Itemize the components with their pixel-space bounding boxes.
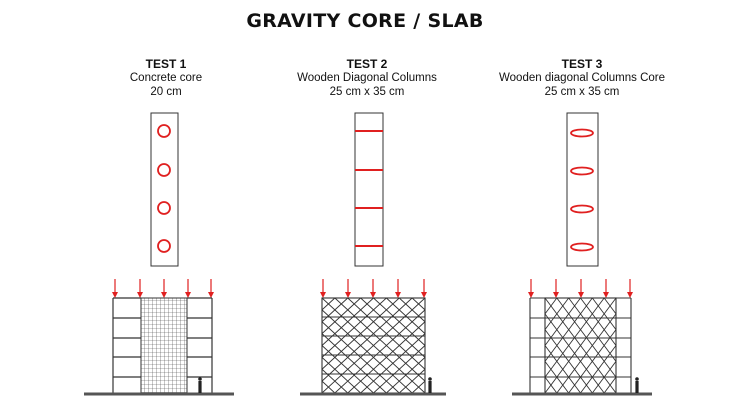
load-arrow-icon <box>528 292 534 298</box>
core-section-circle <box>157 163 171 177</box>
diagonal-member <box>544 361 570 394</box>
human-figure-head <box>635 377 639 381</box>
diagonal-member <box>544 329 593 394</box>
diagonal-member <box>544 345 581 394</box>
test-3-building <box>512 279 652 396</box>
diagonal-member <box>580 345 617 394</box>
test-3-dimension: 25 cm x 35 cm <box>544 86 620 98</box>
diagonal-member <box>556 313 617 394</box>
human-figure-icon <box>198 377 202 393</box>
diagonal-member <box>411 380 426 394</box>
test-3-column-detail <box>566 112 599 267</box>
diagonal-member <box>321 368 349 394</box>
test-2-column-strip <box>354 112 384 267</box>
diagonal-member <box>360 333 426 394</box>
human-figure-body <box>635 381 639 393</box>
load-arrow-icon <box>578 292 584 298</box>
core-section-ellipse <box>570 128 594 138</box>
test-1-column-detail <box>150 112 179 267</box>
load-arrow-icon <box>185 292 191 298</box>
diagonal-member <box>591 361 617 394</box>
core-section-ellipse <box>570 204 594 214</box>
diagonal-member <box>603 376 617 394</box>
human-figure-body <box>198 381 202 393</box>
diagonal-member <box>544 376 558 394</box>
diagonal-member <box>334 309 426 394</box>
load-arrow-icon <box>395 292 401 298</box>
diagonal-member <box>321 357 361 394</box>
core-section-circle <box>157 124 171 138</box>
load-arrow-icon <box>161 292 167 298</box>
diagonal-member <box>321 333 387 394</box>
diagonal-member <box>568 329 617 394</box>
diagonal-member <box>321 345 374 394</box>
load-arrow-icon <box>137 292 143 298</box>
human-figure-icon <box>635 377 639 393</box>
test-2-dimension: 25 cm x 35 cm <box>329 86 405 98</box>
test-3-header: TEST 3 Wooden diagonal Columns Core 25 c… <box>472 57 692 99</box>
load-arrow-icon <box>208 292 214 298</box>
load-arrow-icon <box>345 292 351 298</box>
diagonal-member <box>321 297 426 394</box>
diagonal-member <box>373 345 426 394</box>
load-arrow-icon <box>421 292 427 298</box>
test-2-column-detail <box>354 112 384 267</box>
load-arrow-icon <box>112 292 118 298</box>
diagonal-member <box>386 357 426 394</box>
test-2-description: Wooden Diagonal Columns <box>297 72 437 84</box>
core-section-ellipse <box>570 242 594 252</box>
load-arrow-icon <box>370 292 376 298</box>
human-figure-icon <box>428 377 432 393</box>
test-1-title: TEST 1 <box>145 57 187 71</box>
building-elevations <box>84 279 652 396</box>
load-arrow-icon <box>553 292 559 298</box>
core-section-ellipse <box>570 166 594 176</box>
test-1-building <box>84 279 234 396</box>
test-1-header: TEST 1 Concrete core 20 cm <box>56 57 276 99</box>
test-2-building <box>300 279 446 396</box>
human-figure-body <box>428 381 432 393</box>
concrete-core <box>140 297 188 394</box>
load-arrow-icon <box>627 292 633 298</box>
test-2-title: TEST 2 <box>346 57 388 71</box>
diagonal-member <box>321 309 413 394</box>
test-3-column-strip <box>566 112 599 267</box>
core-section-circle <box>157 201 171 215</box>
diagonal-member <box>544 313 605 394</box>
test-3-description: Wooden diagonal Columns Core <box>499 72 665 84</box>
human-figure-head <box>198 377 202 381</box>
test-1-dimension: 20 cm <box>150 86 182 98</box>
test-3-title: TEST 3 <box>561 57 603 71</box>
load-arrow-icon <box>603 292 609 298</box>
core-section-circle <box>157 239 171 253</box>
load-arrow-icon <box>320 292 326 298</box>
page-title: GRAVITY CORE / SLAB <box>246 10 484 32</box>
human-figure-head <box>428 377 432 381</box>
test-1-column-strip <box>150 112 179 267</box>
diagonal-member <box>398 368 426 394</box>
test-1-description: Concrete core <box>129 72 203 84</box>
test-2-header: TEST 2 Wooden Diagonal Columns 25 cm x 3… <box>257 57 477 99</box>
diagonal-member <box>321 380 336 394</box>
